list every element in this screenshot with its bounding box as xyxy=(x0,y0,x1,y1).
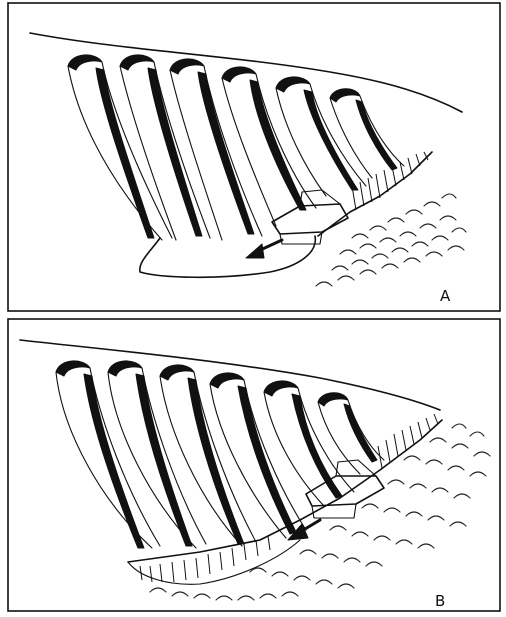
panel-b: B xyxy=(8,319,500,611)
panel-a-label: A xyxy=(440,287,451,305)
panel-b-label: B xyxy=(435,592,445,610)
panel-a: A xyxy=(8,3,500,311)
